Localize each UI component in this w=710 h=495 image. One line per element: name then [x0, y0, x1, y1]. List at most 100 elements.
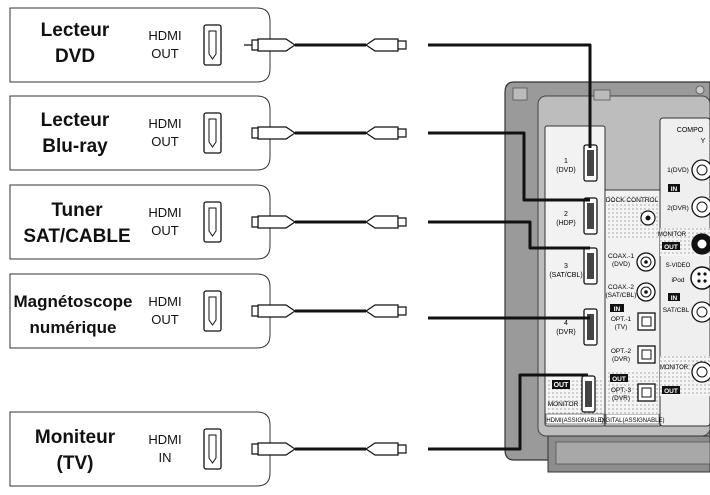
- device-name-line: SAT/CABLE: [23, 226, 131, 247]
- wire-bluray: [428, 131, 590, 202]
- opt-3-label: OPT.-3: [611, 387, 632, 394]
- monitor-2-jack: [691, 361, 710, 383]
- opt-1-sub: (TV): [615, 324, 628, 331]
- device-hdmi-socket-dvr: [203, 290, 222, 332]
- receiver-hdmi-1-socket: [583, 144, 598, 182]
- svideo-label: S-VIDEO: [666, 263, 691, 269]
- port-label-line: HDMI: [148, 116, 182, 131]
- av-receiver: 1 (DVD) 2 (HDP) 3 (SAT/CBL) 4 (DVR) OUT …: [504, 81, 710, 473]
- port-label-line: HDMI: [148, 28, 182, 43]
- opt-1-label: OPT.-1: [611, 316, 632, 323]
- hdmi-input-3-name: (SAT/CBL): [549, 272, 582, 279]
- component-in1-label: 1(DVD): [667, 167, 689, 174]
- coax-2-label: COAX.-2: [608, 284, 634, 291]
- sat-cbl-jack: [691, 301, 710, 323]
- receiver-hdmi-2-socket: [583, 197, 598, 235]
- receiver-hdmi-4-socket: [583, 308, 598, 346]
- receiver-hdmi-monitor-socket: [581, 375, 596, 413]
- component-y-label: Y: [701, 138, 706, 145]
- component-in-badge: IN: [671, 186, 678, 193]
- device-name-line: (TV): [56, 453, 94, 474]
- port-label-monitor: HDMI IN: [140, 431, 190, 467]
- opt-2-label: OPT.-2: [611, 348, 632, 355]
- hdmi-cable-tuner: [251, 215, 407, 229]
- device-name-line: DVD: [54, 46, 96, 67]
- device-label-tuner: Tuner SAT/CABLE: [14, 198, 140, 250]
- device-label-monitor: Moniteur (TV): [20, 425, 130, 477]
- port-label-dvr: HDMI OUT: [140, 293, 190, 329]
- coax-1-sub: (DVD): [612, 261, 630, 268]
- monitor-out-badge: OUT: [664, 244, 678, 251]
- port-label-line: OUT: [151, 46, 179, 61]
- port-label-line: HDMI: [148, 205, 182, 220]
- opt-3-jack: [637, 383, 656, 402]
- port-label-line: OUT: [151, 312, 179, 327]
- device-hdmi-socket-dvd: [203, 24, 222, 66]
- hdmi-cable-monitor: [251, 442, 407, 456]
- monitor-out-badge-2: OUT: [664, 388, 678, 395]
- port-label-tuner: HDMI OUT: [140, 204, 190, 240]
- coax-2-jack: [636, 282, 656, 302]
- hdmi-cable-bluray: [251, 126, 407, 140]
- hdmi-input-4-number: 4: [564, 320, 568, 327]
- coax-1-jack: [636, 252, 656, 272]
- port-label-bluray: HDMI OUT: [140, 115, 190, 151]
- component-in2-jack: [691, 196, 710, 218]
- device-name-line: Lecteur: [40, 110, 110, 131]
- device-name-line: numérique: [29, 318, 117, 337]
- device-name-line: Tuner: [51, 200, 103, 221]
- dock-control-jack: [640, 210, 656, 226]
- component-in-badge-2: IN: [671, 295, 678, 302]
- port-label-line: OUT: [151, 134, 179, 149]
- hdmi-section-label: HDMI(ASSIGNABLE): [546, 418, 603, 424]
- receiver-hdmi-3-socket: [583, 247, 598, 285]
- component-in2-label: 2(DVR): [667, 205, 689, 212]
- device-hdmi-socket-tuner: [203, 201, 222, 243]
- device-label-bluray: Lecteur Blu-ray: [20, 108, 130, 160]
- digital-in-badge: IN: [614, 306, 621, 313]
- coax-1-label: COAX.-1: [608, 253, 634, 260]
- sat-cbl-label: SAT/CBL: [663, 307, 690, 314]
- hdmi-input-1-name: (DVD): [556, 167, 575, 174]
- hdmi-input-4-name: (DVR): [556, 329, 575, 336]
- device-name-line: Magnétoscope: [13, 292, 133, 311]
- opt-2-sub: (DVR): [612, 356, 630, 363]
- port-label-line: OUT: [151, 223, 179, 238]
- hdmi-input-2-number: 2: [564, 211, 568, 218]
- ipod-label: iPod: [671, 277, 684, 284]
- opt-1-jack: [637, 312, 656, 331]
- dock-control-label: DOCK CONTROL: [606, 197, 659, 204]
- component-label: COMPO: [677, 127, 704, 134]
- opt-out-badge: OUT: [612, 376, 626, 383]
- component-in1-jack: [691, 159, 710, 181]
- device-name-line: Blu-ray: [42, 136, 108, 157]
- hdmi-monitor-label: MONITOR: [548, 401, 579, 408]
- opt-3-sub: (DVR): [612, 395, 630, 402]
- wire-tuner: [428, 220, 590, 250]
- device-label-dvd: Lecteur DVD: [20, 18, 130, 70]
- port-label-line: HDMI: [148, 432, 182, 447]
- opt-2-jack: [637, 345, 656, 364]
- hdmi-input-3-number: 3: [564, 263, 568, 270]
- port-label-line: HDMI: [148, 294, 182, 309]
- wire-monitor: [428, 373, 588, 451]
- device-hdmi-socket-bluray: [203, 112, 222, 154]
- port-label-dvd: HDMI OUT: [140, 27, 190, 63]
- digital-section-label: DIGITAL(ASSIGNABLE): [600, 418, 665, 424]
- device-label-dvr: Magnétoscope numérique: [8, 289, 138, 341]
- svideo-jack: [690, 266, 710, 290]
- monitor-label-2: MONITOR: [660, 365, 689, 371]
- hdmi-input-1-number: 1: [564, 158, 568, 165]
- port-label-line: IN: [158, 450, 172, 465]
- hdmi-out-badge: OUT: [554, 382, 570, 389]
- monitor-out-jack: [691, 233, 710, 255]
- monitor-label: MONITOR: [658, 232, 687, 238]
- device-name-line: Moniteur: [34, 427, 116, 448]
- hdmi-cable-dvr: [251, 304, 407, 318]
- device-hdmi-socket-monitor: [203, 428, 222, 470]
- device-name-line: Lecteur: [40, 20, 110, 41]
- hdmi-input-2-name: (HDP): [556, 220, 575, 227]
- wire-dvd: [428, 43, 592, 148]
- hdmi-cable-dvd: [244, 38, 407, 52]
